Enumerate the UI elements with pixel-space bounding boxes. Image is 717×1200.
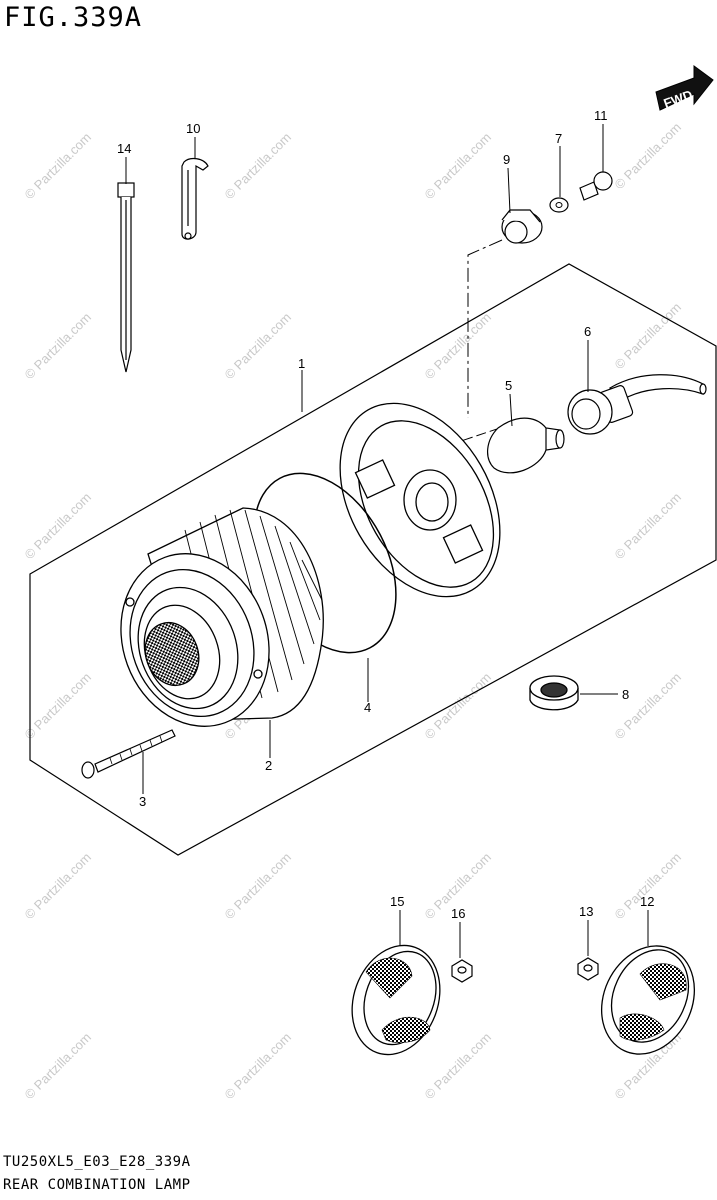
bulb-socket-part — [567, 374, 707, 435]
callout-3: 3 — [139, 794, 146, 809]
left-reflector-part — [351, 944, 441, 1056]
watermark-text: © Partzilla.com — [222, 310, 295, 383]
callout-11: 11 — [594, 108, 608, 123]
callout-8: 8 — [622, 687, 629, 702]
fwd-arrow-icon: FWD — [655, 65, 714, 111]
callout-1: 1 — [298, 356, 305, 371]
bulb-part — [487, 417, 565, 474]
callout-9: 9 — [503, 152, 510, 167]
callout-5: 5 — [505, 378, 512, 393]
nut-part — [451, 959, 473, 983]
model-code: TU250XL5_E03_E28_339A — [3, 1154, 191, 1170]
watermark-text: © Partzilla.com — [422, 670, 495, 743]
watermark-text: © Partzilla.com — [22, 130, 95, 203]
long-screw-part — [81, 729, 176, 779]
watermark-text: © Partzilla.com — [612, 300, 685, 373]
watermark-text: © Partzilla.com — [22, 670, 95, 743]
callout-7: 7 — [555, 131, 562, 146]
watermark-text: © Partzilla.com — [22, 490, 95, 563]
callout-13: 13 — [579, 904, 593, 919]
right-reflector-part — [600, 945, 696, 1055]
watermark-text: © Partzilla.com — [222, 130, 295, 203]
callout-2: 2 — [265, 758, 272, 773]
watermark-text: © Partzilla.com — [22, 310, 95, 383]
watermark-text: © Partzilla.com — [422, 310, 495, 383]
callout-15: 15 — [390, 894, 404, 909]
callout-labels: 1 2 3 4 5 6 7 8 9 10 11 12 13 14 15 16 — [117, 108, 654, 921]
callout-12: 12 — [640, 894, 654, 909]
clamp-part — [181, 157, 209, 240]
assembly-name: REAR COMBINATION LAMP — [3, 1177, 191, 1193]
watermark-text: © Partzilla.com — [22, 1030, 95, 1103]
cable-tie-part — [117, 182, 135, 373]
assembly-outline — [29, 263, 717, 856]
callout-10: 10 — [186, 121, 200, 136]
screw-part — [579, 171, 613, 201]
callout-4: 4 — [364, 700, 371, 715]
cushion-part — [529, 675, 579, 711]
watermark-text: © Partzilla.com — [422, 130, 495, 203]
watermark-text: © Partzilla.com — [612, 670, 685, 743]
watermark-text: © Partzilla.com — [422, 1030, 495, 1103]
watermark-text: © Partzilla.com — [22, 850, 95, 923]
watermark-text: © Partzilla.com — [612, 120, 685, 193]
callout-6: 6 — [584, 324, 591, 339]
callout-16: 16 — [451, 906, 465, 921]
lamp-lens-part — [120, 507, 324, 727]
nut-part — [577, 957, 599, 981]
leader-lines — [125, 124, 649, 958]
callout-14: 14 — [117, 141, 131, 156]
figure-title: FIG.339A — [4, 2, 143, 33]
watermark-text: © Partzilla.com — [222, 850, 295, 923]
watermark-text: © Partzilla.com — [222, 1030, 295, 1103]
watermark-text: © Partzilla.com — [612, 490, 685, 563]
lamp-base-part — [339, 402, 501, 598]
grommet-part — [501, 209, 543, 244]
